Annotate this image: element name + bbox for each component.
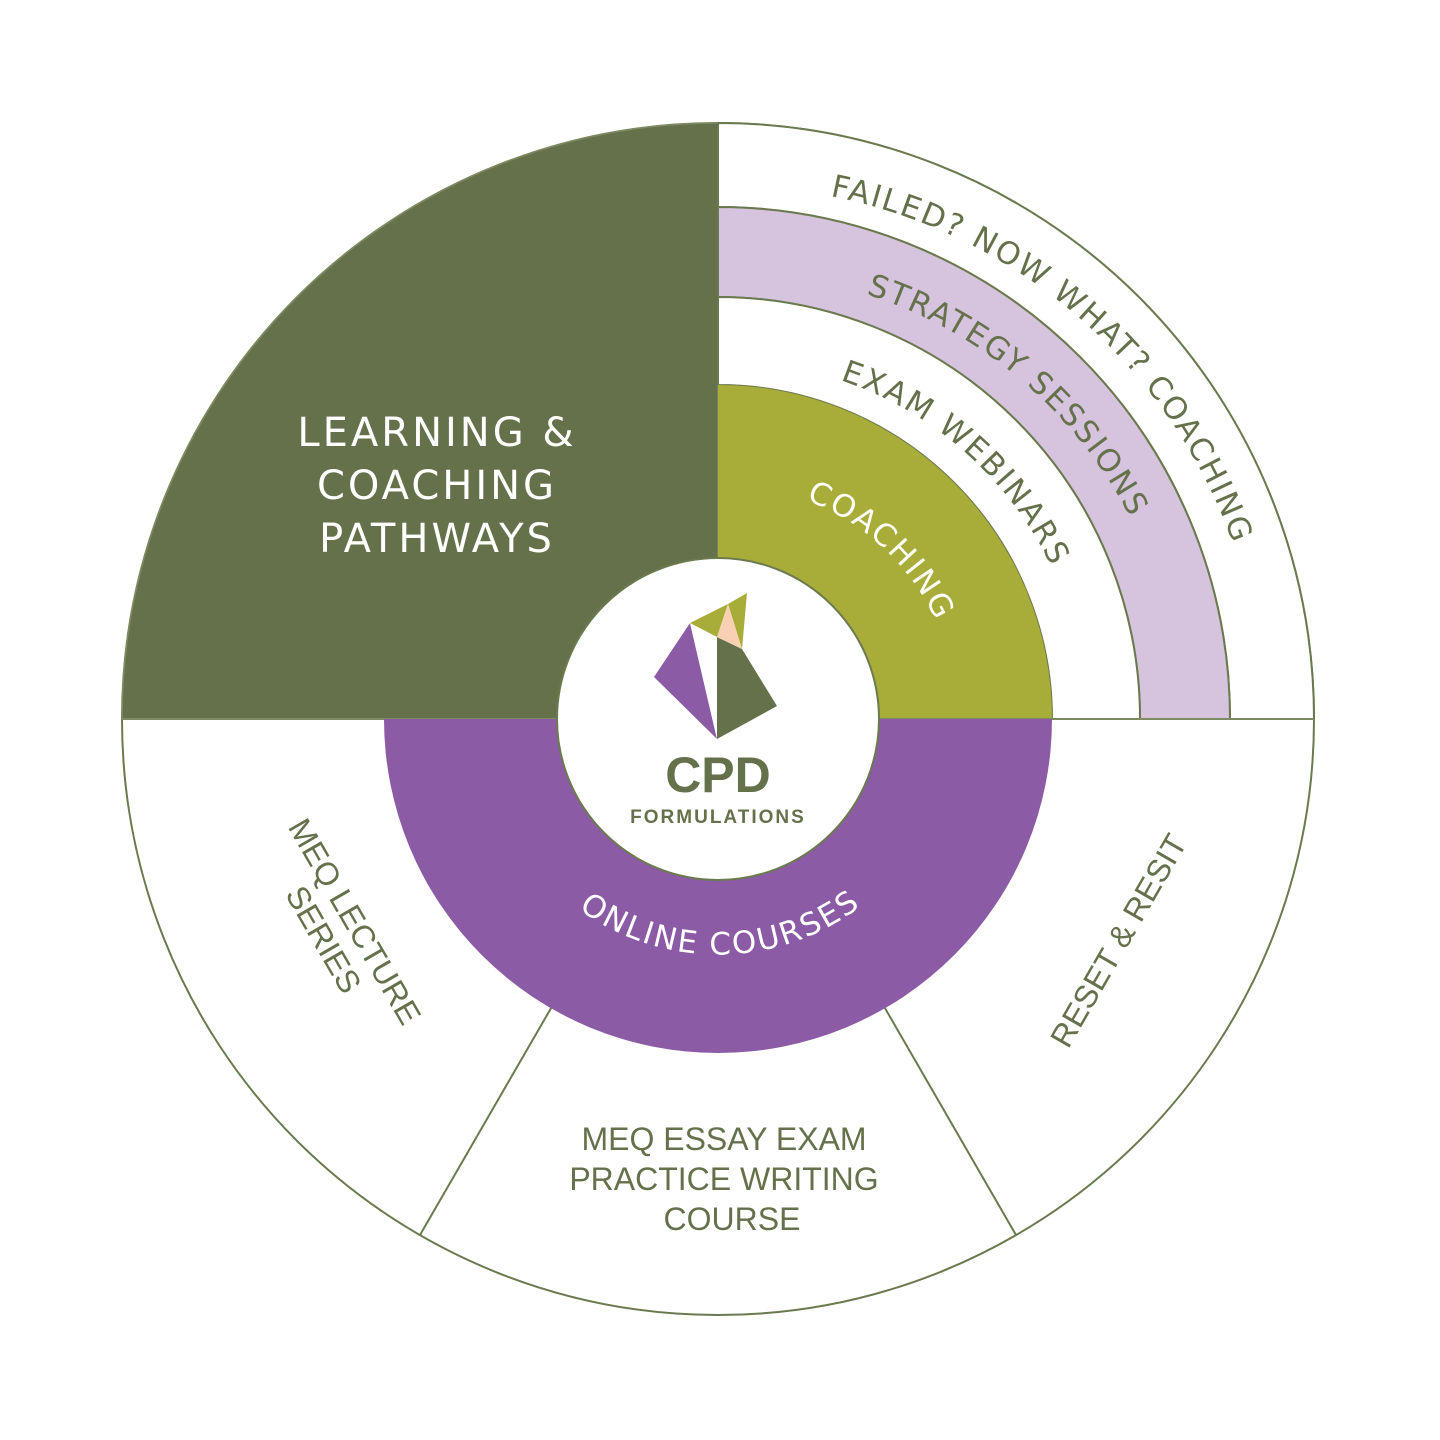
logo-name: CPD: [665, 747, 771, 803]
logo-olive-facet-right: [728, 593, 747, 649]
logo-subtitle: FORMULATIONS: [630, 807, 806, 828]
pathways-quadrant: [121, 122, 719, 720]
essay-course-line-1: MEQ ESSAY EXAM: [581, 1121, 866, 1157]
essay-course-line-3: COURSE: [664, 1201, 801, 1237]
pathways-title: LEARNING & COACHING PATHWAYS: [297, 410, 576, 562]
online-courses-band[interactable]: [384, 719, 1052, 1053]
logo-green-facet: [717, 637, 777, 739]
cpd-logo: CPD FORMULATIONS: [630, 593, 806, 828]
title-line-3: PATHWAYS: [319, 516, 555, 562]
essay-course-line-2: PRACTICE WRITING: [569, 1161, 878, 1197]
logo-olive-facet-left: [690, 604, 728, 637]
title-line-1: LEARNING &: [297, 410, 576, 456]
essay-course-segment[interactable]: MEQ ESSAY EXAM PRACTICE WRITING COURSE: [569, 1121, 878, 1237]
logo-purple-facet: [654, 623, 717, 739]
title-line-2: COACHING: [317, 463, 557, 509]
logo-white-facet: [690, 623, 717, 739]
logo-peach-facet: [717, 604, 742, 649]
